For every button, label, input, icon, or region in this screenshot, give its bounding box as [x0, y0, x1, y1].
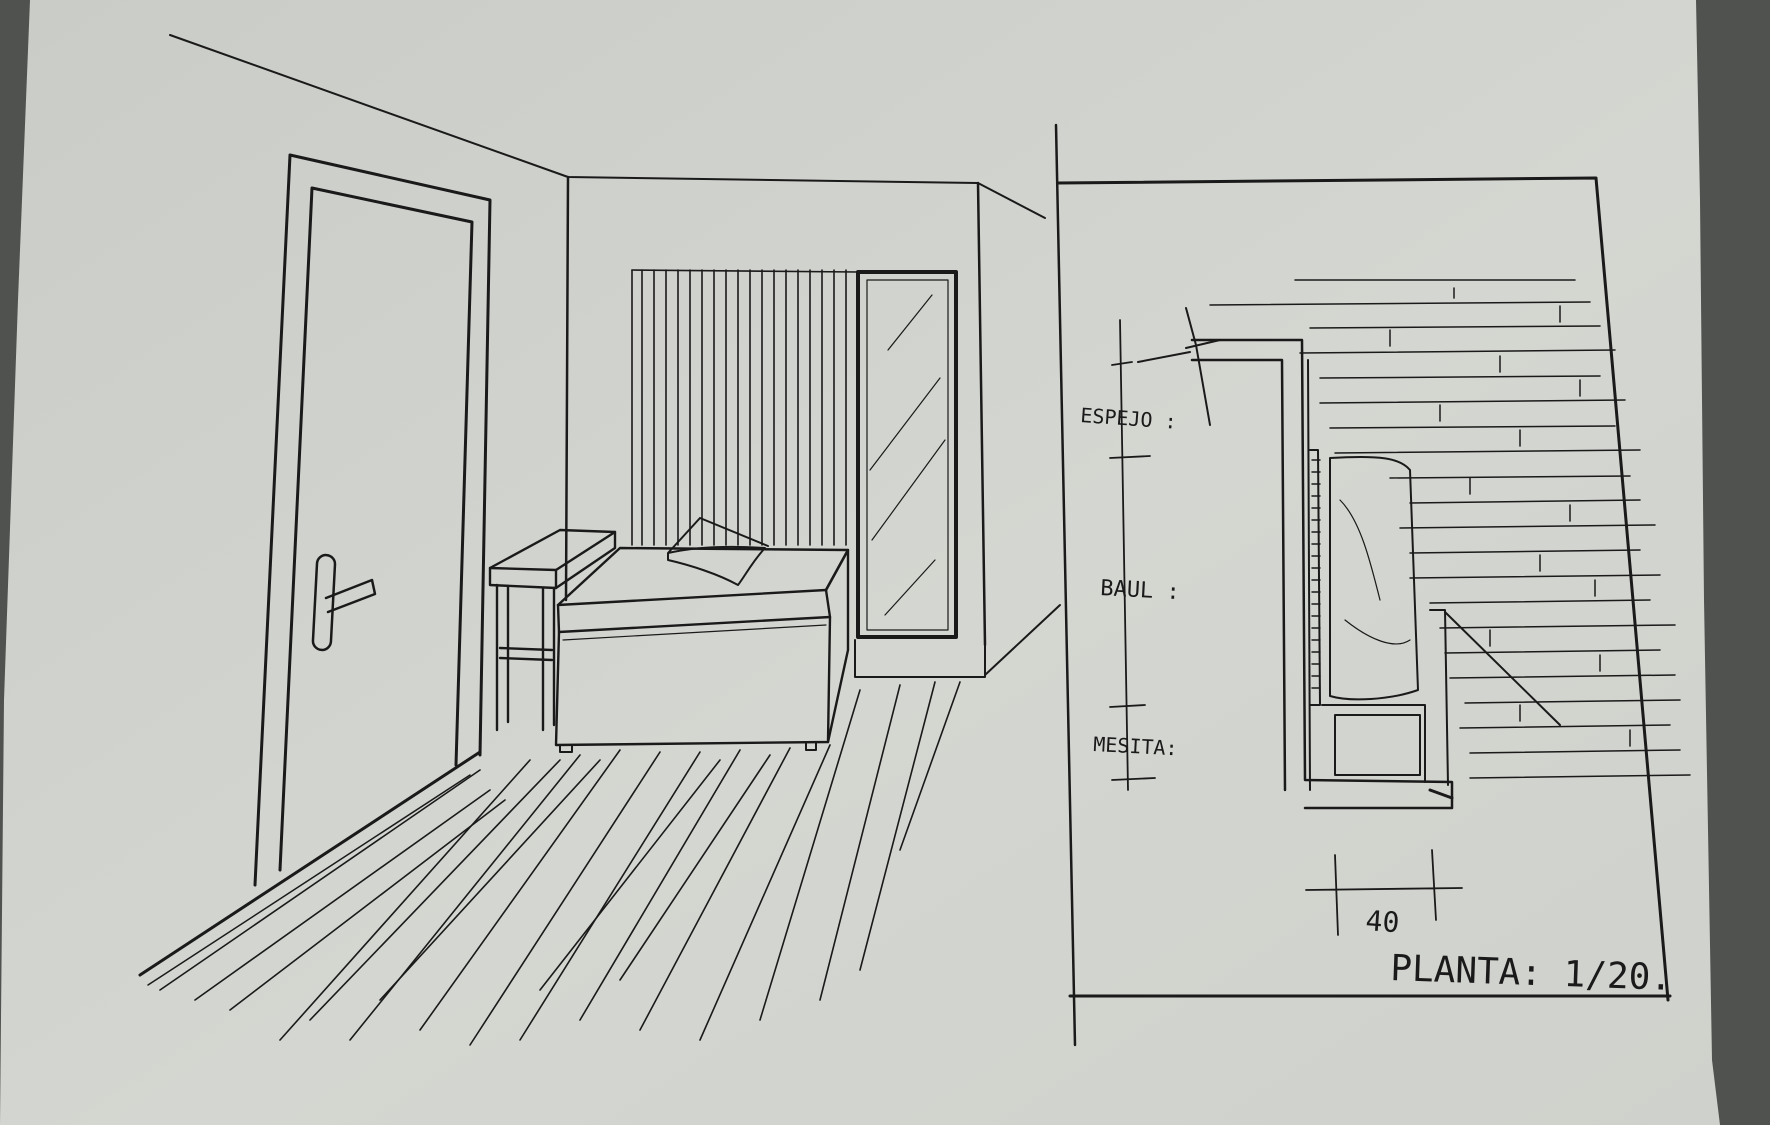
plan-sketch [1054, 123, 1691, 1047]
right-wall-corner [976, 181, 987, 647]
side-table [488, 528, 617, 732]
dimension-line-horizontal [1305, 849, 1463, 936]
plan-frame [1054, 123, 1077, 1047]
mirror [856, 270, 958, 639]
label-dimension-40: 40 [1365, 904, 1401, 939]
slatted-headboard [631, 269, 859, 546]
label-baul: BAUL : [1100, 576, 1181, 605]
dimension-line-vertical [1119, 319, 1129, 791]
plan-bed [1307, 359, 1561, 800]
plan-labels: ESPEJO : BAUL : MESITA: 40 PLANTA: 1/20. [1080, 403, 1673, 999]
pillow [667, 517, 769, 586]
bed [554, 546, 850, 753]
door-frame [253, 153, 492, 887]
plan-wall [1190, 338, 1454, 810]
perspective-sketch [138, 34, 1061, 1046]
door-handle-icon [311, 553, 377, 652]
floorboards [159, 681, 961, 1046]
label-scale: PLANTA: 1/20. [1390, 948, 1673, 999]
baseboard-right [854, 604, 1061, 678]
label-mesita: MESITA: [1093, 732, 1178, 760]
baseboard-left [138, 750, 482, 977]
ceiling-line [169, 34, 1046, 219]
wall-hatch [1209, 279, 1691, 779]
door-leaf [278, 186, 474, 872]
